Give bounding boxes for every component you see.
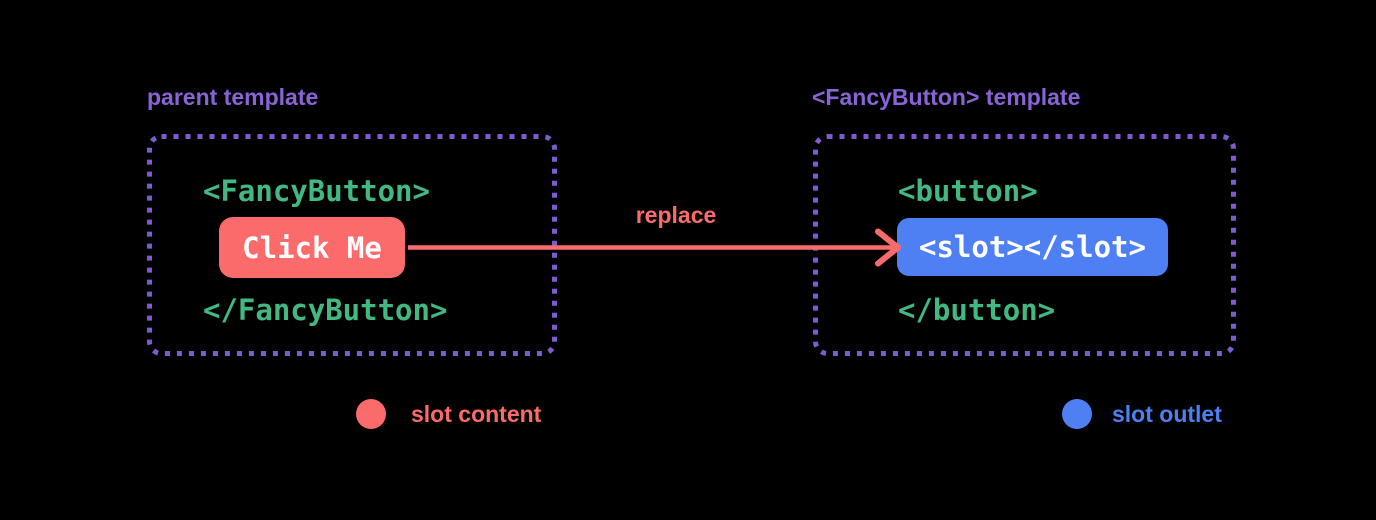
slot-outlet-dot <box>1062 399 1092 429</box>
fancybutton-open-tag: <FancyButton> <box>203 174 430 208</box>
dashed-border <box>813 134 1236 356</box>
fancybutton-close-tag: </FancyButton> <box>203 293 448 327</box>
dashed-border <box>147 134 557 356</box>
fancybutton-template-title: <FancyButton> template <box>812 84 1081 110</box>
slot-content-legend-label: slot content <box>411 401 542 427</box>
button-open-tag: <button> <box>898 174 1038 208</box>
slot-content-chip: Click Me <box>219 217 405 278</box>
button-close-tag: </button> <box>898 293 1056 327</box>
fancybutton-template-box <box>813 134 1236 356</box>
slot-outlet-chip: <slot></slot> <box>897 218 1168 276</box>
slot-content-dot <box>356 399 386 429</box>
replace-label: replace <box>635 202 717 228</box>
parent-template-title: parent template <box>147 84 319 110</box>
slot-outlet-legend-label: slot outlet <box>1112 401 1222 427</box>
parent-template-box <box>147 134 557 356</box>
